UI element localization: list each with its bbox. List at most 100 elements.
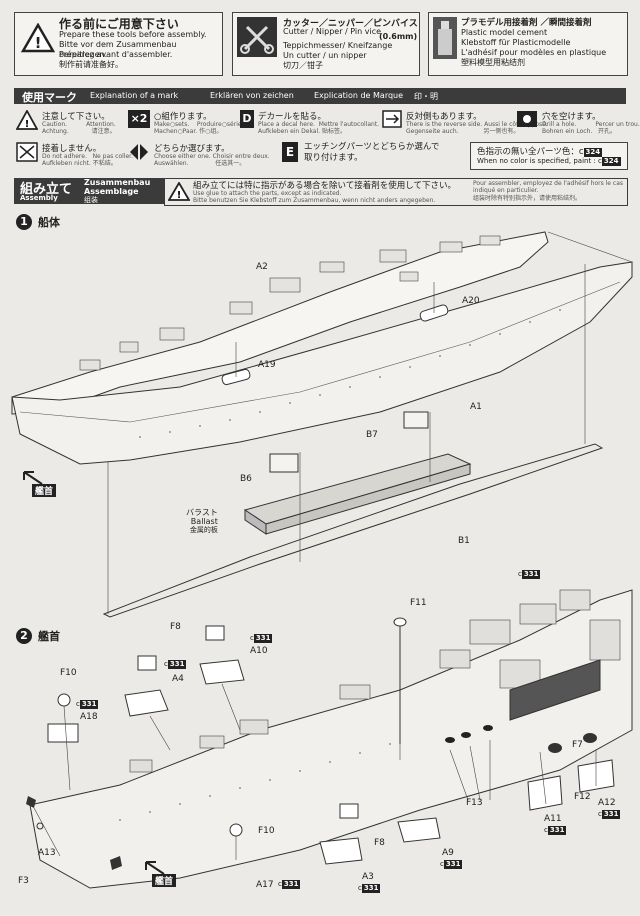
cement-line-4: 塑料模型用粘结剂: [461, 58, 525, 67]
no-glue-icon: [16, 142, 38, 162]
tools-line-2: Bitte vor dem Zusammenbau bereitlegen.: [59, 40, 177, 59]
tools-title: 作る前にご用意下さい: [59, 17, 179, 31]
label-f13: F13: [466, 798, 483, 808]
label-f10-b: F10: [258, 826, 275, 836]
cutter-line-2: Teppichmesser/ Kneifzange: [283, 41, 393, 50]
mark-etching-jp: エッチングパーツとどちらか選んで 取り付けます。: [304, 142, 440, 163]
mark-make-sets-small: Make○sets. Produire○séries. Machen○Paar.…: [154, 121, 247, 135]
caution-note-icon: !: [168, 182, 190, 201]
mark-reverse-jp: 反対側もあります。: [406, 112, 482, 122]
label-a3: A3: [362, 872, 374, 882]
bow-indicator-1: 艦首: [22, 470, 56, 497]
assembly-note-de: Bitte benutzen Sie Klebstoff zum Zusamme…: [193, 197, 436, 204]
label-f12: F12: [574, 792, 591, 802]
mark-make-sets: ×2 ○組作ります。 Make○sets. Produire○séries. M…: [128, 110, 247, 136]
mark-no-glue: 接着しません。 Do not adhere. Ne pas coller. Au…: [16, 142, 133, 168]
tools-box: ! 作る前にご用意下さい Prepare these tools before …: [14, 12, 223, 76]
svg-text:!: !: [35, 34, 42, 52]
label-f8-a: F8: [170, 622, 181, 632]
step-1-title: 船体: [38, 216, 60, 229]
color-badge-en: 324: [601, 157, 621, 166]
cutter-line-1: Cutter / Nipper / Pin vice: [283, 27, 382, 36]
mark-drill: 穴を空けます。 Drill a hole. Percer un trou. Bo…: [516, 110, 640, 136]
assembly-note-jp: 組み立てには特に指示がある場合を除いて接着剤を使用して下さい。: [193, 181, 456, 191]
mark-caution-small: Caution. Attention. Achtung. 请注意。: [42, 121, 116, 135]
cement-icon: [433, 17, 457, 59]
bow-arrow-icon-2: [145, 861, 165, 875]
cutter-icon: [237, 17, 277, 57]
caution-small-icon: !: [16, 110, 38, 130]
mark-choose: どちらか選びます。 Choose either one. Choisir ent…: [128, 142, 278, 168]
label-a18: A18: [80, 712, 98, 722]
marks-header-bar: 使用マーク Explanation of a mark Erklären von…: [14, 88, 626, 104]
tools-line-1: Prepare these tools before assembly.: [59, 30, 207, 39]
etching-icon: E: [282, 142, 298, 162]
ballast-jp: バラスト: [186, 508, 218, 517]
tools-line-3: Préparez avant d'assembler.: [59, 50, 173, 59]
marks-title-jp: 使用マーク: [22, 91, 77, 104]
label-a9: A9: [442, 848, 454, 858]
cutter-line-3: Un cutter / un nipper: [283, 51, 367, 60]
bow-arrow-icon: [23, 471, 43, 485]
assembly-title-en: Assembly: [20, 194, 58, 202]
mark-choose-small: Choose either one. Choisir entre deux. A…: [154, 153, 270, 167]
marks-title-en: Explanation of a mark: [90, 91, 179, 100]
mark-choose-jp: どちらか選びます。: [154, 144, 230, 154]
label-a12: A12: [598, 798, 616, 808]
assembly-note-en: Use glue to attach the parts, except as …: [193, 190, 342, 197]
reverse-side-icon: [382, 110, 402, 128]
label-f10-a: F10: [60, 668, 77, 678]
svg-text:!: !: [25, 119, 30, 130]
assembly-note: ! 組み立てには特に指示がある場合を除いて接着剤を使用して下さい。 Pour a…: [164, 178, 628, 206]
label-a11: A11: [544, 814, 562, 824]
cement-box: プラモデル用接着剤 ／瞬間接着剤 Plastic model cement Kl…: [428, 12, 628, 76]
label-b1: B1: [458, 536, 470, 546]
label-b6: B6: [240, 474, 252, 484]
tools-line-4: 制作前请准备好。: [59, 60, 123, 69]
assembly-title-de: Zusammenbau: [84, 178, 151, 187]
step-2-number: 2: [16, 628, 32, 644]
cutter-box: カッター／ニッパー／ピンバイス Cutter / Nipper / Pin vi…: [232, 12, 420, 76]
bow-label-1: 艦首: [32, 484, 56, 497]
label-a13: A13: [38, 848, 56, 858]
mark-decal-jp: デカールを貼る。: [258, 112, 327, 122]
label-b7: B7: [366, 430, 378, 440]
mark-no-glue-jp: 接着しません。: [42, 144, 102, 154]
mark-caution: ! 注意して下さい。 Caution. Attention. Achtung. …: [16, 110, 124, 136]
label-a4: A4: [172, 674, 184, 684]
label-a2: A2: [256, 262, 268, 272]
cement-title: プラモデル用接着剤 ／瞬間接着剤: [461, 18, 592, 28]
cutter-line-4: 切刀／钳子: [283, 61, 323, 70]
marks-title-fr: Explication de Marque: [314, 91, 404, 100]
step-1-hull-diagram: [11, 231, 633, 618]
assembly-title-jp: 組み立て: [20, 182, 73, 197]
mark-caution-jp: 注意して下さい。: [42, 112, 110, 122]
label-f8-b: F8: [374, 838, 385, 848]
assembly-title-fr: Assemblage: [84, 187, 139, 196]
mark-make-sets-jp: ○組作ります。: [154, 112, 212, 122]
assembly-note-cn: 组装时除有特别指示外，请使用粘结剂。: [473, 195, 582, 202]
marks-title-de: Erklären von zeichen: [210, 91, 294, 100]
mark-decal: D デカールを貼る。 Place a decal here. Mettre l'…: [240, 110, 388, 136]
step-1-number: 1: [16, 214, 32, 230]
caution-icon: !: [21, 23, 55, 53]
ballast-label: バラスト Ballast 金属的板: [186, 508, 218, 535]
mark-etching: E エッチングパーツとどちらか選んで 取り付けます。: [282, 142, 454, 172]
svg-text:!: !: [177, 190, 182, 201]
label-a17: A17: [256, 880, 274, 890]
assembly-note-fr: Pour assembler, employez de l'adhésif ho…: [473, 180, 624, 194]
label-f3: F3: [18, 876, 29, 886]
mark-reverse: 反対側もあります。 There is the reverse side. Aus…: [382, 110, 548, 136]
choose-icon: [130, 144, 148, 160]
bow-label-2: 艦首: [152, 874, 177, 887]
cutter-title: カッター／ニッパー／ピンバイス: [283, 19, 418, 29]
decal-icon: D: [240, 110, 254, 128]
drill-icon: [517, 111, 537, 127]
